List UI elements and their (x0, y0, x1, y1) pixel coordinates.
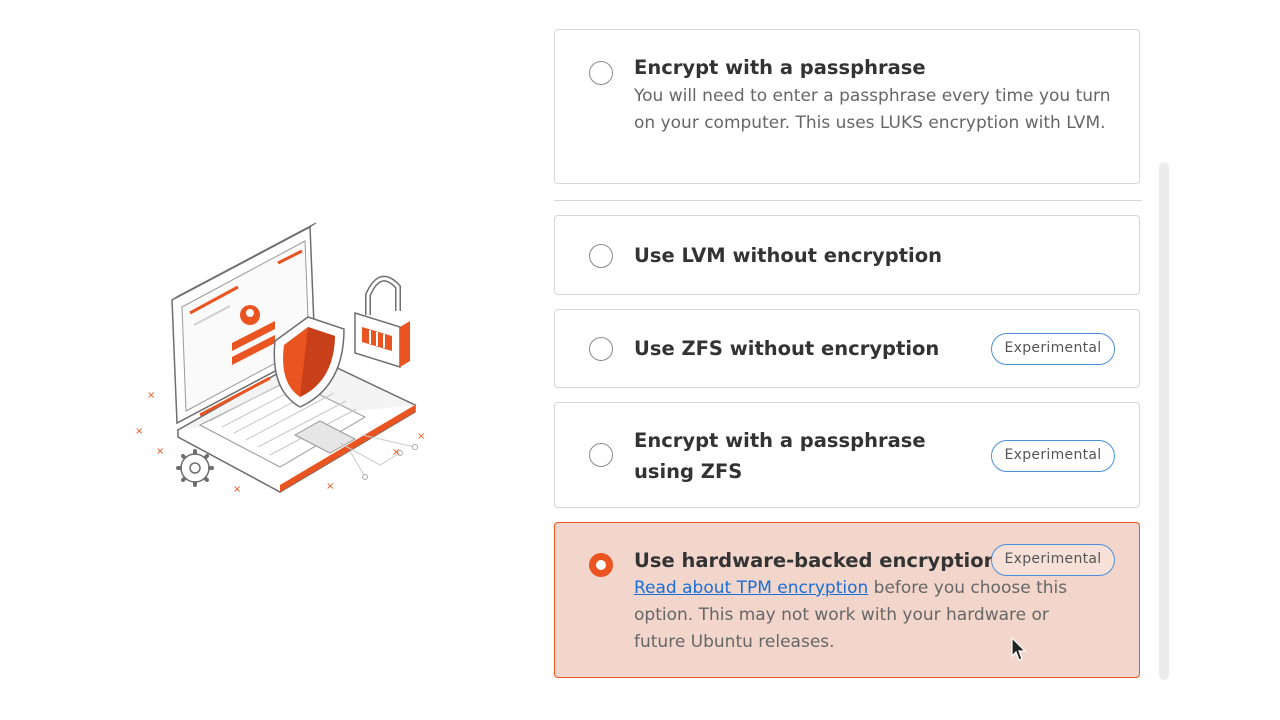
option-encrypt-passphrase[interactable]: Encrypt with a passphrase You will need … (554, 29, 1140, 184)
option-title: Encrypt with a passphrase using ZFS (634, 429, 926, 483)
option-zfs-no-encryption[interactable]: Use ZFS without encryption Experimental (554, 309, 1140, 388)
laptop-security-illustration: × × × × × × × (135, 222, 425, 495)
option-title: Use LVM without encryption (634, 244, 943, 267)
option-hardware-encryption[interactable]: Use hardware-backed encryption Experimen… (554, 522, 1140, 678)
mouse-pointer-icon (1011, 637, 1027, 661)
description-text: before you choose this option. This may … (634, 578, 1068, 652)
scrollbar[interactable] (1159, 162, 1169, 680)
radio-button[interactable] (589, 244, 613, 268)
option-description: Read about TPM encryption before you cho… (634, 575, 1084, 656)
svg-text:×: × (326, 481, 334, 492)
svg-text:×: × (147, 390, 155, 401)
option-title: Use ZFS without encryption (634, 337, 940, 360)
experimental-badge: Experimental (991, 544, 1115, 576)
gear-icon (176, 449, 214, 487)
option-title: Use hardware-backed encryption (634, 549, 998, 572)
radio-button[interactable] (589, 337, 613, 361)
svg-text:×: × (392, 447, 400, 458)
svg-text:×: × (417, 431, 425, 442)
option-lvm-no-encryption[interactable]: Use LVM without encryption (554, 215, 1140, 295)
option-title: Encrypt with a passphrase (634, 56, 926, 79)
divider (554, 200, 1142, 201)
radio-button-checked[interactable] (589, 553, 613, 577)
svg-text:×: × (233, 484, 241, 495)
option-zfs-encryption[interactable]: Encrypt with a passphrase using ZFS Expe… (554, 402, 1140, 508)
experimental-badge: Experimental (991, 440, 1115, 472)
svg-text:×: × (135, 426, 143, 437)
option-description: You will need to enter a passphrase ever… (634, 86, 1111, 133)
experimental-badge: Experimental (991, 333, 1115, 365)
svg-text:×: × (156, 446, 164, 457)
radio-button[interactable] (589, 443, 613, 467)
tpm-encryption-link[interactable]: Read about TPM encryption (634, 578, 869, 598)
radio-button[interactable] (589, 61, 613, 85)
